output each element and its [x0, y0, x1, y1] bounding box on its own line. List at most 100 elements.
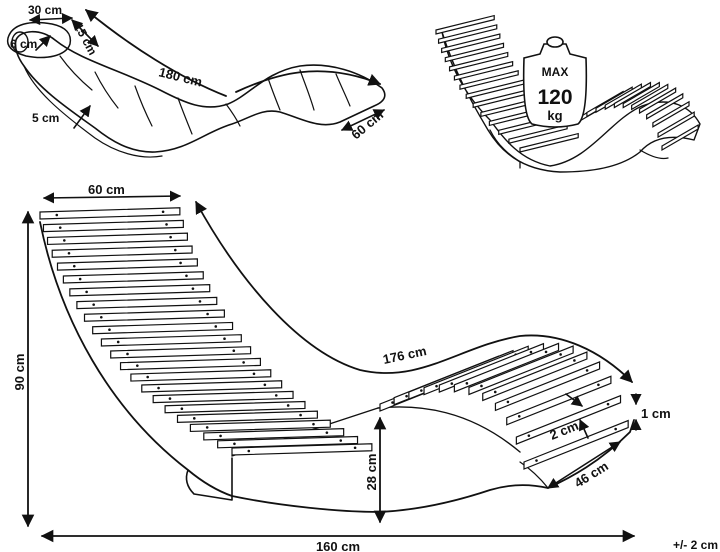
backrest-slat: [203, 428, 345, 441]
load-weight-value: 120: [537, 86, 572, 109]
seat-slat: [506, 375, 612, 426]
screw-dot: [353, 446, 357, 450]
screw-dot: [465, 382, 469, 385]
slat-thickness-label: 1 cm: [641, 406, 671, 421]
screw-dot: [517, 414, 521, 418]
seat-slat: [515, 394, 622, 446]
backrest-slat: [130, 369, 272, 382]
screw-dot: [299, 413, 302, 417]
backrest-slat: [56, 258, 198, 271]
slat-group: [39, 207, 629, 470]
load-view: MAX 120 kg: [435, 14, 701, 173]
backrest-slat: [119, 357, 262, 371]
load-backrest-slat: [441, 33, 501, 54]
backrest-slat: [76, 296, 218, 310]
backrest-slat: [62, 271, 204, 284]
backrest-slat: [39, 207, 181, 220]
screw-dot: [219, 434, 222, 438]
load-backrest-slat: [453, 60, 514, 81]
screw-dot: [391, 401, 394, 404]
screw-dot: [585, 369, 589, 372]
screw-dot: [506, 400, 510, 404]
screw-dot: [136, 364, 139, 367]
screw-dot: [573, 359, 576, 362]
screw-dot: [527, 434, 531, 437]
screw-dot: [146, 375, 149, 379]
screw-dot: [247, 449, 251, 453]
load-seat-slat: [657, 111, 695, 139]
screw-dot: [312, 422, 315, 426]
screw-dot: [169, 235, 172, 239]
screw-dot: [544, 350, 548, 354]
screw-dot: [192, 417, 196, 420]
cushion-outline: [14, 30, 386, 153]
screw-dot: [116, 340, 120, 344]
base-height-label: 28 cm: [364, 454, 379, 491]
screw-dot: [606, 402, 610, 406]
load-backrest-slat: [448, 51, 509, 72]
load-seat-slat: [652, 100, 690, 128]
load-max-text: MAX: [542, 65, 569, 79]
backrest-slat: [176, 410, 318, 423]
screw-dot: [205, 426, 209, 429]
backrest-slat: [110, 346, 252, 359]
screw-dot: [242, 361, 245, 364]
load-backrest-slat: [435, 14, 495, 35]
screw-dot: [535, 459, 538, 462]
backrest-slat: [51, 245, 193, 258]
load-backrest-slat: [444, 42, 505, 63]
slat-gap-label: 2 cm: [548, 418, 581, 443]
screw-dot: [480, 384, 483, 388]
load-seat-slat: [638, 87, 677, 115]
load-seat-slat: [646, 92, 684, 120]
curve-length-label: 176 cm: [382, 343, 428, 367]
load-backrest-slat: [519, 132, 579, 153]
backrest-slat: [217, 435, 359, 449]
backrest-slat: [42, 219, 184, 233]
screw-dot: [214, 325, 218, 328]
screw-dot: [67, 251, 71, 255]
backrest-slat: [141, 380, 283, 393]
screw-dot: [63, 239, 66, 242]
load-seat-slat: [631, 83, 669, 111]
load-backrest-slat: [437, 24, 498, 44]
screw-dot: [325, 431, 329, 434]
height-label: 90 cm: [12, 354, 27, 391]
backrest-slat: [164, 400, 306, 414]
screw-dot: [286, 404, 290, 407]
screw-dot: [168, 397, 172, 400]
screw-dot: [108, 328, 111, 332]
weight-icon: MAX 120 kg: [522, 36, 588, 128]
backrest-slat: [152, 390, 294, 404]
backrest-slat: [69, 283, 211, 297]
screw-dot: [206, 312, 209, 316]
screw-dot: [559, 353, 562, 356]
backrest-slat: [100, 334, 242, 347]
cushion-thickness-label: 5 cm: [32, 111, 59, 125]
screw-dot: [223, 337, 226, 341]
screw-dot: [233, 442, 236, 446]
screw-dot: [92, 303, 95, 306]
screw-dot: [165, 223, 168, 226]
screw-dot: [252, 372, 256, 376]
screw-dot: [191, 287, 195, 290]
screw-dot: [405, 394, 408, 398]
backrest-slat: [92, 321, 234, 335]
screw-dot: [420, 389, 423, 392]
screw-dot: [157, 386, 160, 390]
cushion-pillow-height-label: 15 cm: [71, 21, 99, 58]
screw-dot: [614, 427, 617, 431]
load-backrest-slat: [459, 70, 519, 90]
screw-dot: [78, 277, 82, 281]
screw-dot: [179, 261, 182, 265]
cushion-length-label: 180 cm: [157, 64, 203, 89]
screw-dot: [274, 394, 278, 397]
load-backrest-slat: [508, 124, 568, 144]
screw-dot: [597, 383, 600, 387]
cushion-pillow-depth-label: 30 cm: [28, 3, 62, 17]
screw-dot: [173, 248, 177, 252]
screw-dot: [99, 315, 103, 319]
load-seat-slat: [661, 123, 699, 152]
screw-dot: [339, 439, 343, 442]
